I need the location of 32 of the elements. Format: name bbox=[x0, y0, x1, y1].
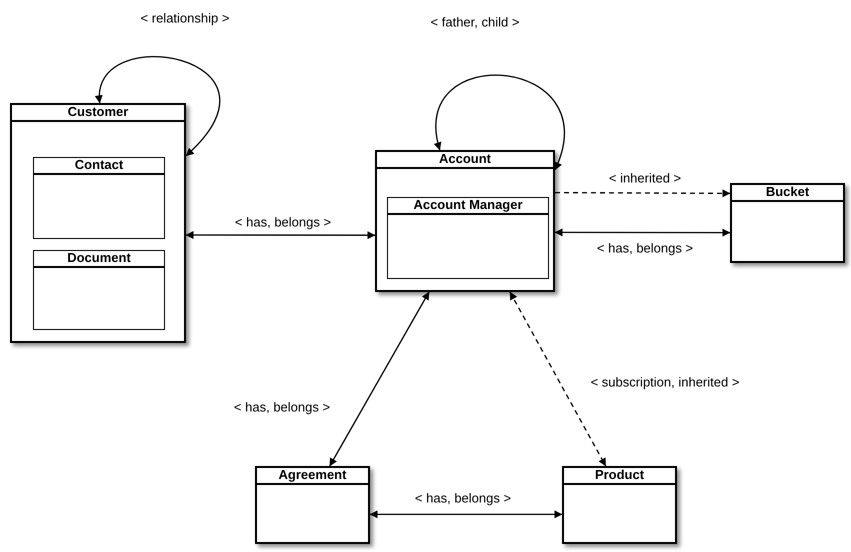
box-title: Document bbox=[34, 251, 164, 268]
entity-box bbox=[730, 183, 845, 263]
edge-label: < has, belongs > bbox=[596, 240, 694, 256]
nested-box bbox=[387, 197, 549, 279]
box-title: Account bbox=[377, 152, 553, 169]
box-title: Product bbox=[564, 468, 675, 485]
box-title: Customer bbox=[12, 105, 184, 122]
double-headed-arrow bbox=[329, 292, 430, 466]
entity-box bbox=[255, 466, 370, 544]
edge-label: < has, belongs > bbox=[234, 214, 332, 230]
double-headed-arrow bbox=[554, 228, 730, 237]
edge-label: < father, child > bbox=[430, 14, 520, 30]
edge-label: < has, belongs > bbox=[414, 490, 512, 506]
edge-label: < inherited > bbox=[608, 170, 682, 186]
double-headed-arrow bbox=[96, 56, 220, 156]
nested-box bbox=[33, 157, 165, 239]
double-headed-arrow bbox=[434, 74, 564, 170]
double-headed-arrow bbox=[509, 292, 606, 466]
edge-label: < subscription, inherited > bbox=[590, 374, 740, 390]
box-title: Agreement bbox=[257, 468, 368, 485]
nested-box bbox=[33, 250, 165, 330]
entity-box bbox=[375, 150, 555, 292]
box-title: Contact bbox=[34, 158, 164, 175]
edge-label: < has, belongs > bbox=[232, 400, 332, 414]
entity-box bbox=[562, 466, 677, 544]
box-title: Account Manager bbox=[388, 198, 548, 215]
arrow bbox=[555, 189, 730, 198]
double-headed-arrow bbox=[370, 510, 562, 518]
double-headed-arrow bbox=[186, 231, 376, 240]
edge-label: < relationship > bbox=[140, 10, 230, 26]
box-title: Bucket bbox=[732, 185, 843, 202]
entity-box bbox=[10, 103, 186, 343]
